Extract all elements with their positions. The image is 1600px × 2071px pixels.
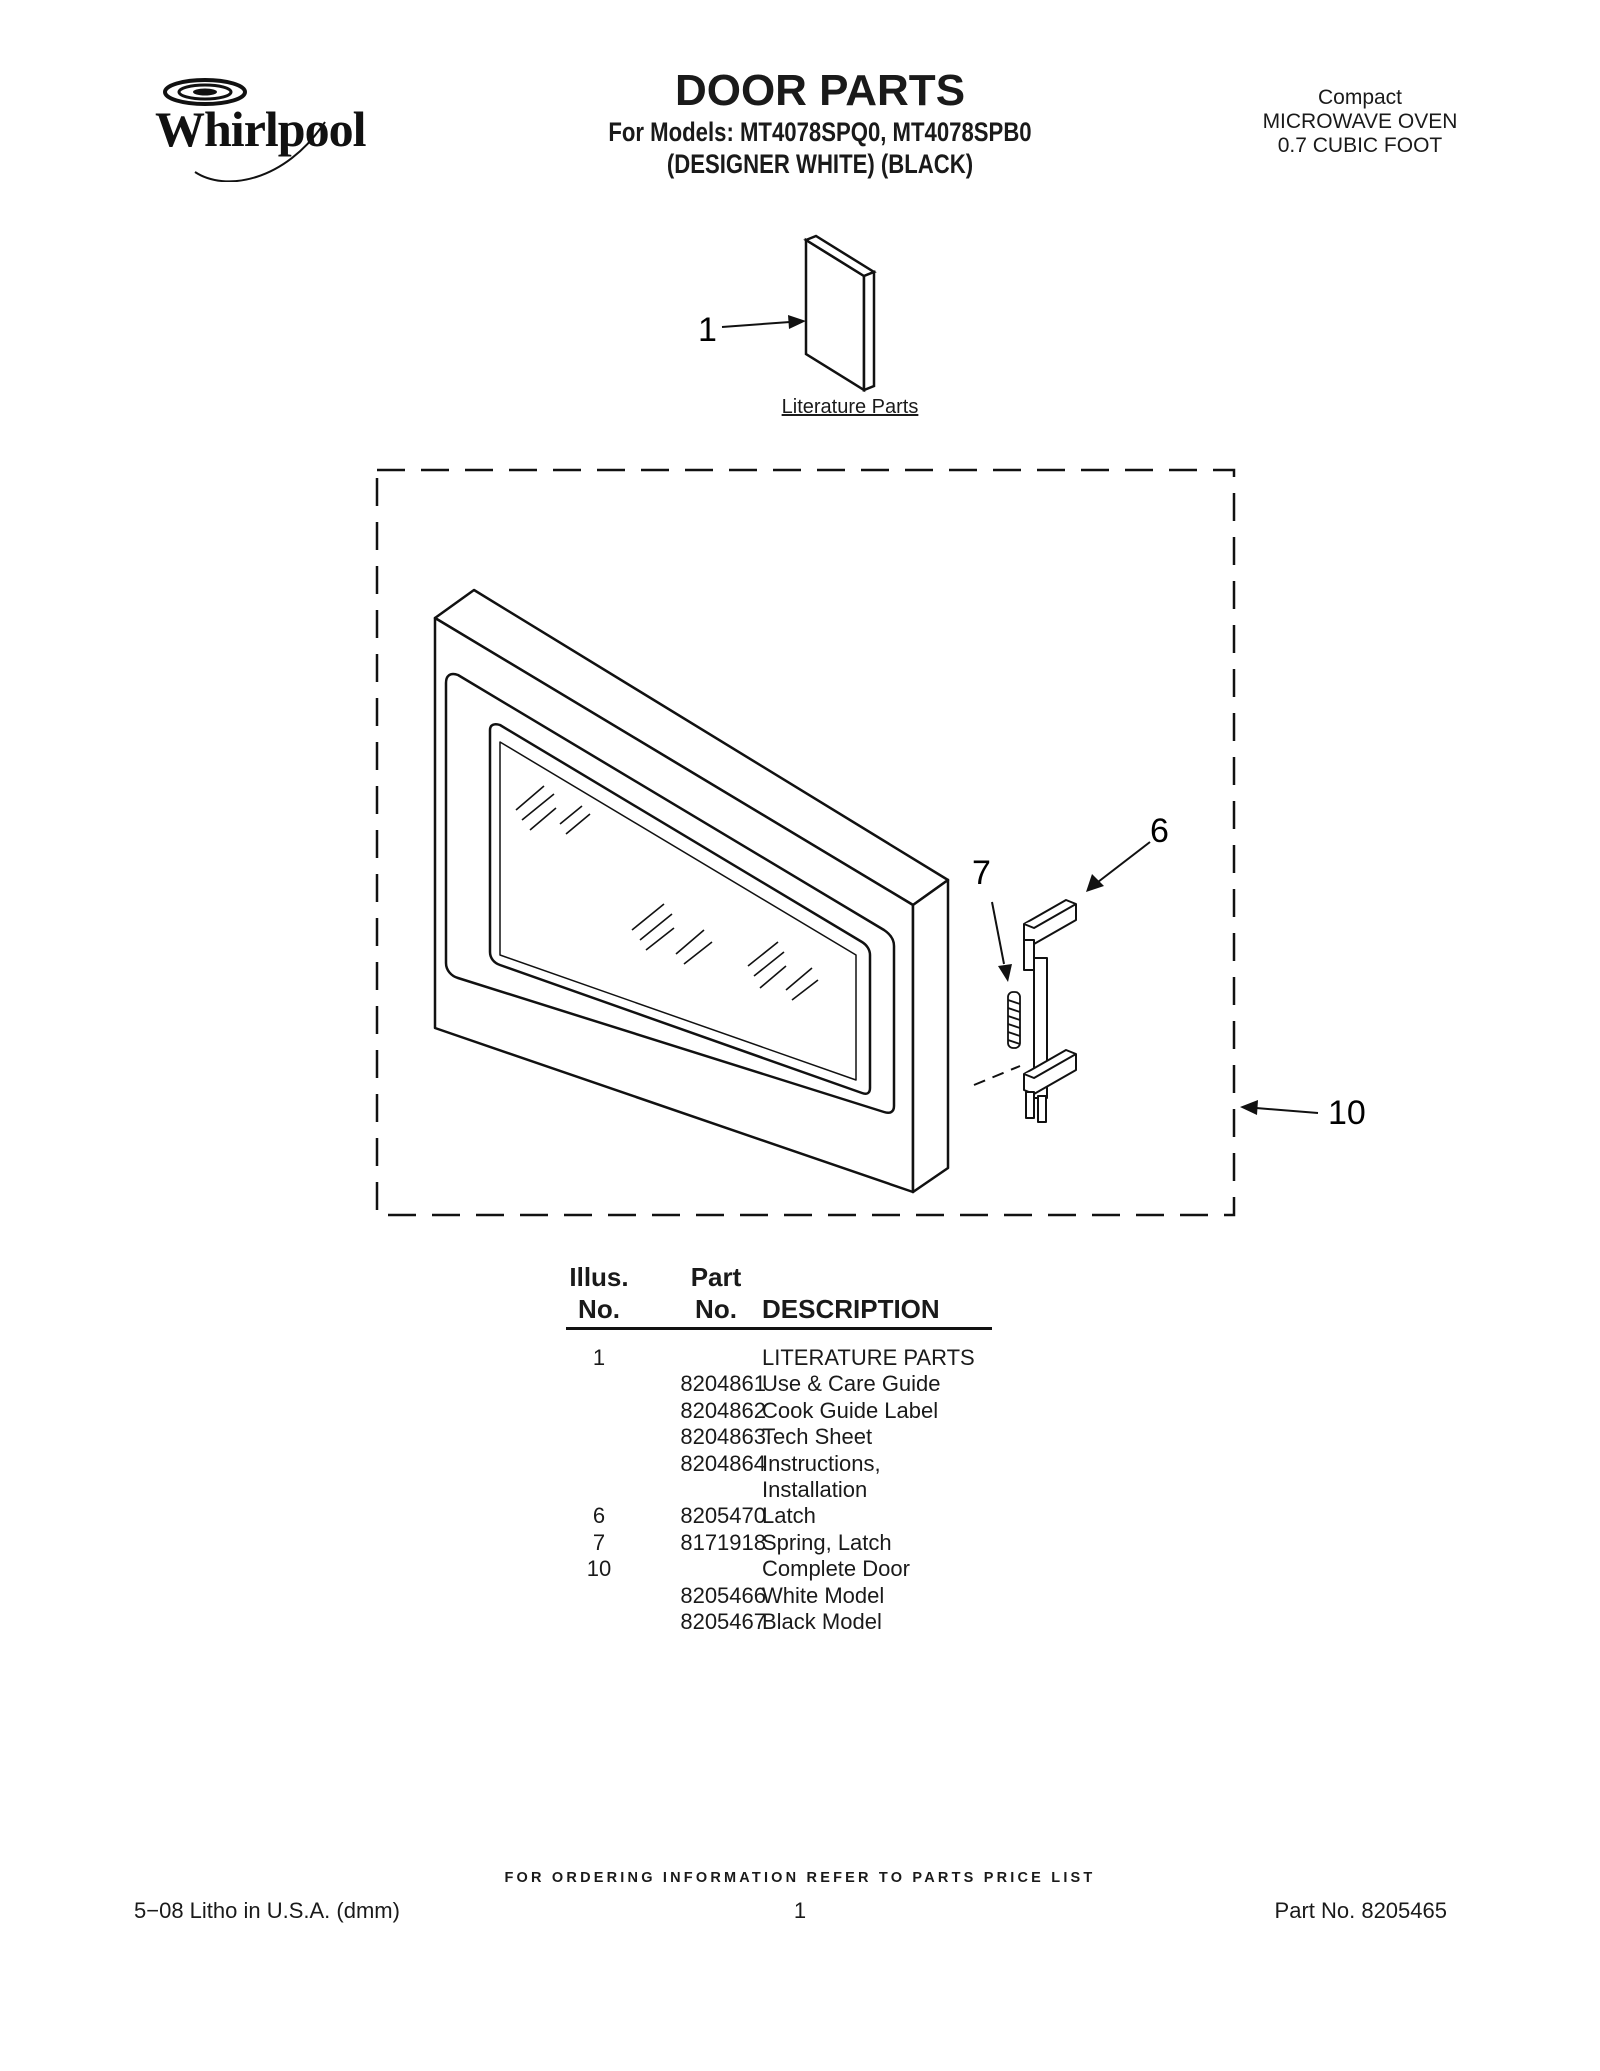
page-title: DOOR PARTS [674, 66, 966, 115]
parts-table-header: Illus. No. Part No. DESCRIPTION [566, 1262, 1026, 1326]
models-line: For Models: MT4078SPQ0, MT4078SPB0 [608, 117, 1032, 147]
header-description: DESCRIPTION [762, 1294, 940, 1324]
whirlpool-logo: Whirlpool [135, 62, 375, 183]
footer-litho: 5−08 Litho in U.S.A. (dmm) [134, 1898, 400, 1923]
variants-line: (DESIGNER WHITE) (BLACK) [666, 149, 974, 179]
product-line-1: Compact [1317, 86, 1403, 109]
header-part-1: Part [690, 1262, 742, 1292]
assembly-boundary [375, 468, 1236, 1217]
callout-6-arrow [1086, 841, 1151, 892]
footer-part-number: Part No. 8205465 [1274, 1898, 1447, 1923]
callout-7-arrow [991, 901, 1012, 982]
callout-1: 1 [698, 311, 717, 349]
callout-1-arrow [721, 315, 806, 329]
literature-parts-label: Literature Parts [781, 396, 919, 418]
latch-spring [1007, 991, 1021, 1049]
microwave-door [433, 588, 950, 1194]
product-line-3: 0.7 CUBIC FOOT [1277, 134, 1443, 157]
spring-assembly-line [973, 1065, 1021, 1086]
header-illus-1: Illus. [569, 1262, 629, 1292]
exploded-diagram: 1 [375, 234, 1366, 1217]
swirl-icon [163, 78, 326, 183]
header-illus-2: No. [578, 1294, 620, 1324]
product-type: Compact MICROWAVE OVEN 0.7 CUBIC FOOT [1210, 86, 1510, 158]
table-row: Installation [762, 1476, 868, 1502]
brand-wordmark: Whirlpool [155, 101, 366, 157]
product-line-2: MICROWAVE OVEN [1262, 110, 1458, 133]
literature-booklet [803, 234, 877, 393]
glass-reflection-marks [515, 785, 819, 1001]
footer-page-number: 1 [793, 1898, 807, 1923]
latch-part [1023, 899, 1077, 1123]
models-block: For Models: MT4078SPQ0, MT4078SPB0 (DESI… [574, 116, 1066, 180]
callout-7: 7 [972, 854, 991, 892]
header-part-2: No. [695, 1294, 737, 1324]
callout-6: 6 [1150, 812, 1169, 850]
callout-10: 10 [1328, 1094, 1366, 1132]
header-rule [566, 1327, 992, 1330]
ordering-note: FOR ORDERING INFORMATION REFER TO PARTS … [504, 1870, 1096, 1886]
callout-10-arrow [1240, 1100, 1319, 1115]
